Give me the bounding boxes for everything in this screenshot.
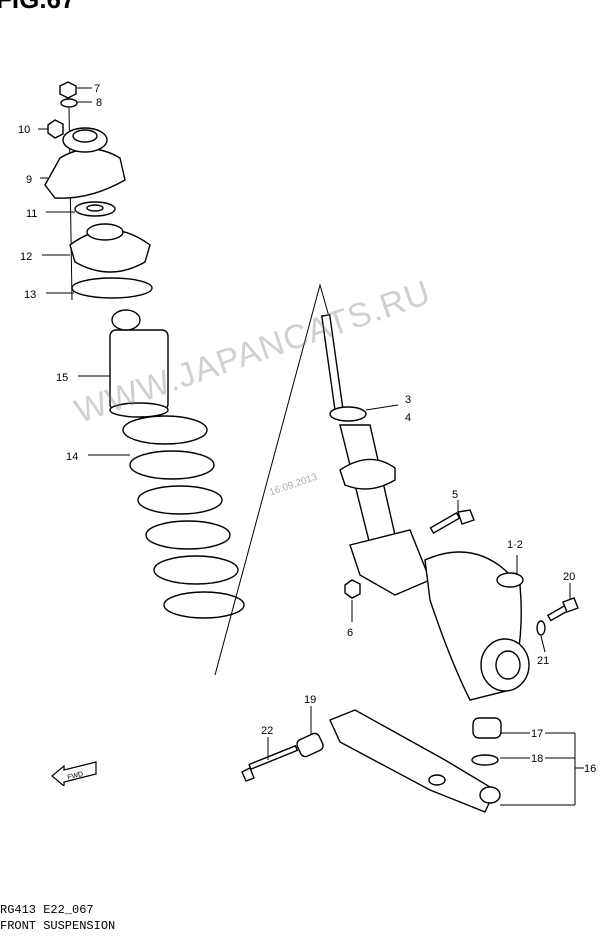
footer-code: RG413 E22_067 <box>0 903 94 917</box>
callout-15: 15 <box>56 372 68 384</box>
part-bearing-11 <box>74 201 116 217</box>
part-insulator-13 <box>71 277 153 299</box>
callout-11: 11 <box>26 208 37 220</box>
assembly-guide-line <box>214 283 331 676</box>
callout-9: 9 <box>26 174 32 186</box>
part-clip-18 <box>471 754 499 766</box>
callout-7: 7 <box>94 83 100 95</box>
callout-21: 21 <box>537 655 549 667</box>
callout-18: 18 <box>531 753 543 765</box>
callout-4: 4 <box>405 412 411 424</box>
part-washer-21 <box>536 620 546 636</box>
callout-10: 10 <box>18 124 30 136</box>
part-coil-spring-14 <box>122 415 245 619</box>
callout-3: 3 <box>405 394 411 406</box>
part-control-arm-16 <box>329 709 496 813</box>
figure-title: FIG.67 <box>0 0 75 15</box>
part-nut-10 <box>47 119 64 139</box>
callout-16: 16 <box>584 763 596 775</box>
part-bolt-5 <box>429 509 475 535</box>
callout-22: 22 <box>261 725 273 737</box>
part-bushing-19 <box>296 732 324 758</box>
callout-12: 12 <box>20 251 32 263</box>
part-steering-knuckle-1-2 <box>424 551 530 701</box>
forward-arrow-icon: FWD <box>51 761 97 786</box>
callout-17: 17 <box>531 728 543 740</box>
callout-13: 13 <box>24 289 36 301</box>
fwd-label: FWD <box>67 771 84 782</box>
part-bolt-20 <box>546 597 579 622</box>
callout-1-2: 1·2 <box>507 539 523 551</box>
part-strut-mount-9 <box>44 127 126 199</box>
footer-title: FRONT SUSPENSION <box>0 919 116 933</box>
part-nut-6 <box>344 579 361 599</box>
callout-6: 6 <box>347 627 353 639</box>
part-nut-7 <box>59 81 77 99</box>
part-strut-assembly <box>320 314 431 596</box>
callout-20: 20 <box>563 571 575 583</box>
callout-5: 5 <box>452 489 458 501</box>
callout-19: 19 <box>304 694 316 706</box>
part-ball-joint <box>479 786 501 804</box>
part-bump-stop-boot-15 <box>109 309 169 418</box>
part-washer-8 <box>60 98 78 108</box>
callout-8: 8 <box>96 97 102 109</box>
part-bushing-17 <box>472 717 502 739</box>
part-bolt-22 <box>241 744 299 782</box>
part-spring-seat-12 <box>69 223 151 273</box>
callout-14: 14 <box>66 451 78 463</box>
